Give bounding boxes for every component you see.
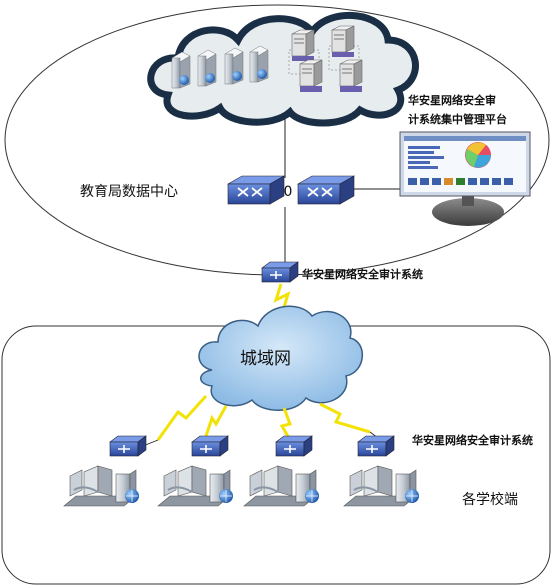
- campus-server-icon: [63, 465, 419, 507]
- svg-text:0: 0: [284, 184, 293, 200]
- audit-switch-icon: [109, 435, 395, 457]
- data-center-label: 教育局数据中心: [80, 184, 178, 200]
- lightning-link-campus: [156, 394, 371, 441]
- campuses-label: 各学校端: [462, 491, 518, 508]
- metro-network-label: 城域网: [240, 349, 291, 369]
- db-server-icon: [288, 25, 363, 92]
- management-monitor-icon: [399, 131, 531, 226]
- audit-system-label-lower: 华安星网络安全审计系统: [412, 433, 533, 447]
- core-switch-icon: 0: [226, 175, 356, 205]
- server-rack-icon: [171, 45, 269, 89]
- audit-switch-icon: [261, 261, 299, 283]
- platform-label-line2: 计系统集中管理平台: [408, 112, 507, 126]
- platform-label-line1: 华安星网络安全审: [408, 93, 496, 107]
- metro-network-cloud: [198, 305, 364, 411]
- audit-system-label-upper: 华安星网络安全审计系统: [302, 267, 423, 281]
